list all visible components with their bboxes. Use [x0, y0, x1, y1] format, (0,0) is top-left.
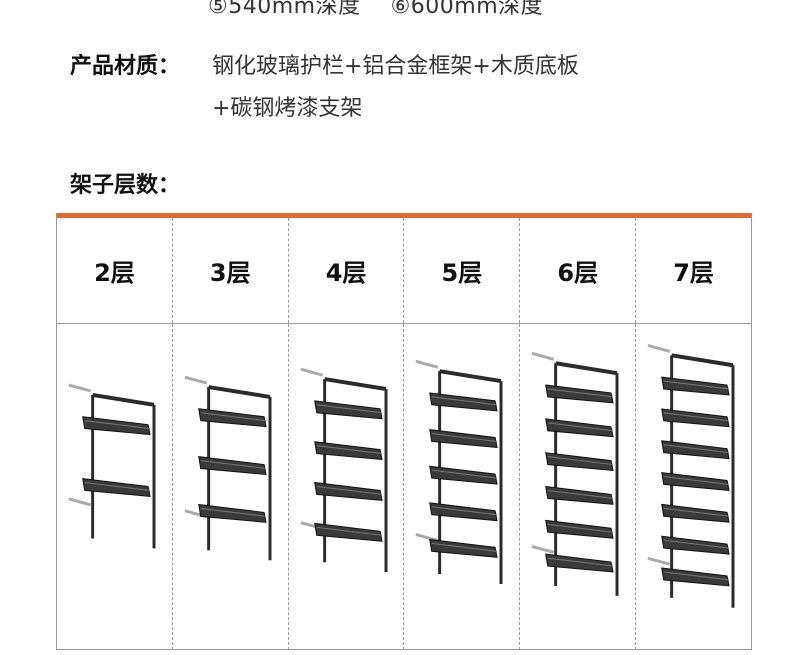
frame-top-bar [323, 377, 386, 391]
basket-shelf [429, 392, 499, 412]
rack-image-6 [520, 324, 637, 650]
rack-illustration [415, 359, 503, 585]
basket-rim [316, 404, 382, 414]
basket-shelf [429, 538, 499, 558]
rack-image-2 [57, 324, 173, 650]
basket-shelf [197, 408, 267, 428]
bottom-rail [647, 556, 671, 566]
bottom-rail [531, 544, 555, 554]
top-rail [68, 383, 92, 393]
basket-shelf [313, 400, 383, 420]
top-rail [647, 344, 671, 353]
basket-rim [547, 489, 614, 499]
top-rail [531, 351, 555, 361]
basket-rim [663, 380, 730, 390]
basket-shelf [661, 440, 730, 460]
bottom-rail [68, 497, 92, 507]
basket-shelf [197, 456, 267, 476]
basket-rim [316, 445, 382, 455]
basket-shelf [545, 485, 614, 505]
basket-shelf [313, 522, 383, 542]
basket-shelf [661, 535, 730, 555]
basket-rim [663, 571, 730, 581]
basket-rim [316, 486, 382, 495]
basket-shelf [429, 465, 499, 485]
basket-rim [432, 396, 498, 406]
basket-shelf [661, 503, 730, 523]
basket-shelf [661, 567, 730, 587]
basket-rim [84, 420, 151, 430]
material-label: 产品材质： [70, 54, 181, 79]
basket-shelf [661, 376, 730, 396]
basket-rim [84, 482, 151, 491]
top-rail [184, 375, 207, 385]
basket-rim [547, 456, 614, 466]
rack-image-5 [404, 324, 521, 650]
header-cell-7: 7层 [673, 259, 714, 287]
depth-option-600: ⑥600mm深度 [390, 0, 544, 19]
frame-top-bar [439, 369, 502, 384]
basket-rim [663, 539, 730, 549]
basket-shelf [661, 472, 730, 491]
frame-top-bar [671, 353, 734, 368]
basket-shelf [313, 481, 383, 501]
depth-option-540: ⑤540mm深度 [208, 0, 361, 19]
basket-rim [316, 526, 382, 536]
basket-shelf [429, 429, 499, 448]
basket-rim [547, 557, 614, 567]
rack-illustration [68, 383, 156, 549]
shelf-count-table: 2层 3层 4层 5层 6层 7层 [56, 213, 752, 650]
basket-rim [432, 506, 498, 516]
basket-rim [432, 542, 498, 552]
depth-options-line: ⑤540mm深度 ⑥600mm深度 [208, 0, 573, 20]
basket-rim [200, 507, 266, 517]
table-image-row [57, 324, 751, 650]
basket-shelf [197, 503, 267, 523]
basket-rim [547, 523, 614, 533]
header-cell-4: 4层 [289, 218, 405, 323]
basket-rim [200, 460, 266, 470]
basket-shelf [661, 408, 730, 428]
frame-top-bar [208, 385, 271, 399]
material-text-line1: 钢化玻璃护栏+铝合金框架+木质底板 [212, 54, 579, 79]
basket-rim [663, 476, 730, 485]
rack-image-4 [289, 324, 405, 650]
header-cell-6: 6层 [520, 218, 637, 323]
basket-shelf [82, 416, 151, 436]
basket-shelf [429, 502, 499, 522]
rack-illustration [300, 367, 388, 573]
basket-shelf [545, 418, 614, 438]
top-rail [300, 367, 323, 377]
header-cell-5: 5层 [404, 218, 521, 323]
rack-illustration [531, 351, 619, 596]
basket-rim [663, 507, 730, 517]
basket-shelf [545, 519, 614, 539]
rack-image-3 [173, 324, 289, 650]
basket-shelf [313, 441, 383, 461]
top-rail [415, 359, 439, 369]
basket-rim [547, 388, 614, 398]
shelf-count-label: 架子层数： [70, 173, 181, 198]
table-header-row: 2层 3层 4层 5层 6层 7层 [57, 218, 751, 324]
bottom-rail [415, 533, 439, 542]
rack-illustration [647, 344, 735, 608]
rack-image-7 [636, 324, 751, 650]
basket-rim [547, 422, 614, 432]
basket-rim [432, 469, 498, 479]
basket-shelf [545, 553, 614, 573]
basket-rim [663, 444, 730, 454]
basket-rim [200, 412, 266, 422]
basket-shelf [545, 452, 614, 472]
frame-top-bar [92, 392, 155, 407]
rack-illustration [184, 375, 272, 561]
header-cell-2: 2层 [57, 218, 173, 323]
header-cell-3: 3层 [173, 218, 289, 323]
basket-shelf [545, 384, 614, 404]
basket-shelf [82, 478, 151, 497]
basket-rim [663, 412, 730, 422]
basket-rim [432, 433, 498, 442]
material-text-line2: +碳钢烤漆支架 [212, 96, 363, 121]
frame-top-bar [555, 361, 618, 376]
